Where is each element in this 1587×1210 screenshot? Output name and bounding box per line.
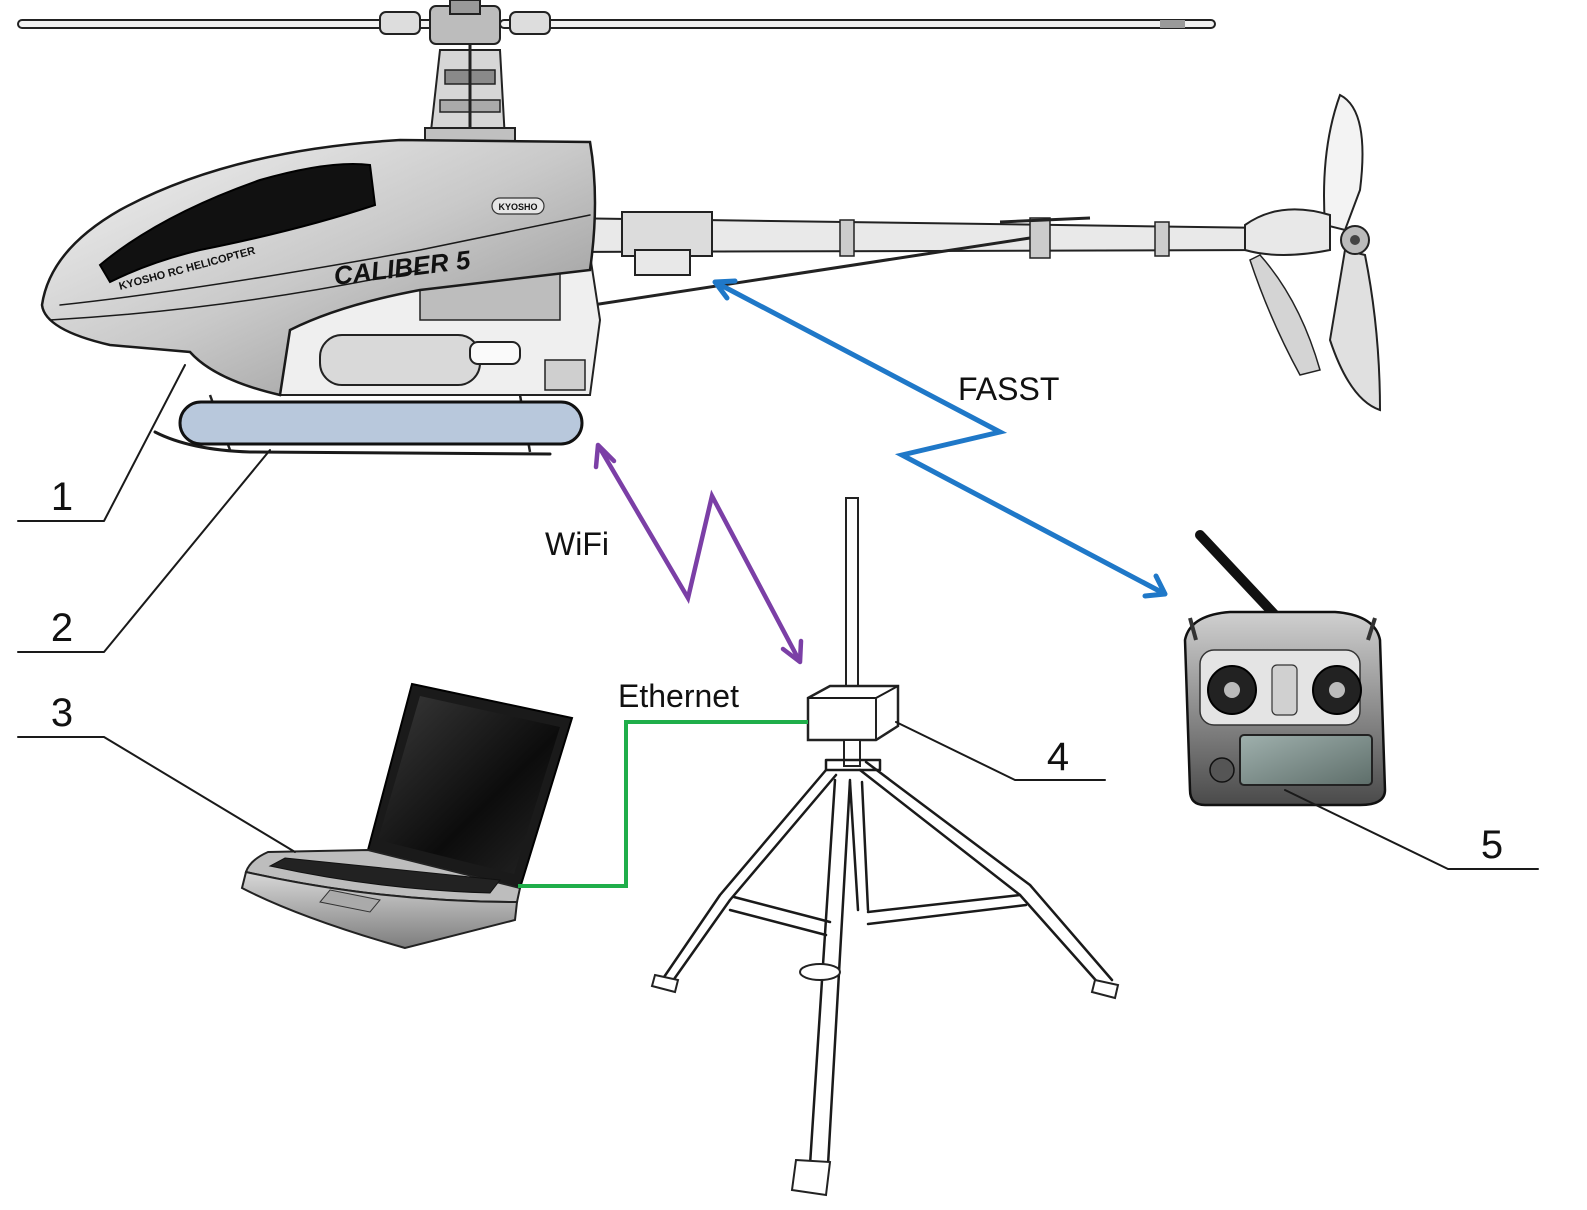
helicopter-canopy: CALIBER 5 KYOSHO RC HELICOPTER KYOSHO xyxy=(40,138,597,397)
laptop xyxy=(240,682,574,950)
ethernet-link xyxy=(518,720,808,888)
fasst-label: FASST xyxy=(958,371,1059,407)
remote-control xyxy=(1183,530,1387,807)
base-station xyxy=(650,497,1120,1197)
callout-4: 4 xyxy=(1047,735,1069,779)
tail-boom xyxy=(559,211,1271,312)
callout-1: 1 xyxy=(51,475,73,519)
wifi-link xyxy=(593,442,804,665)
callout-leaders xyxy=(17,364,1539,870)
onboard-unit xyxy=(178,400,584,446)
fasst-link xyxy=(712,278,1168,599)
tail-rotor xyxy=(1244,93,1382,412)
canopy-badge-decal: KYOSHO xyxy=(498,202,537,212)
main-rotor xyxy=(17,0,1216,45)
callout-3: 3 xyxy=(51,691,73,735)
helicopter: CALIBER 5 KYOSHO RC HELICOPTER KYOSHO xyxy=(17,0,1382,456)
callout-5: 5 xyxy=(1481,823,1503,867)
rotor-head xyxy=(424,44,516,147)
ethernet-label: Ethernet xyxy=(618,678,739,714)
wifi-label: WiFi xyxy=(545,526,609,562)
callout-2: 2 xyxy=(51,606,73,650)
